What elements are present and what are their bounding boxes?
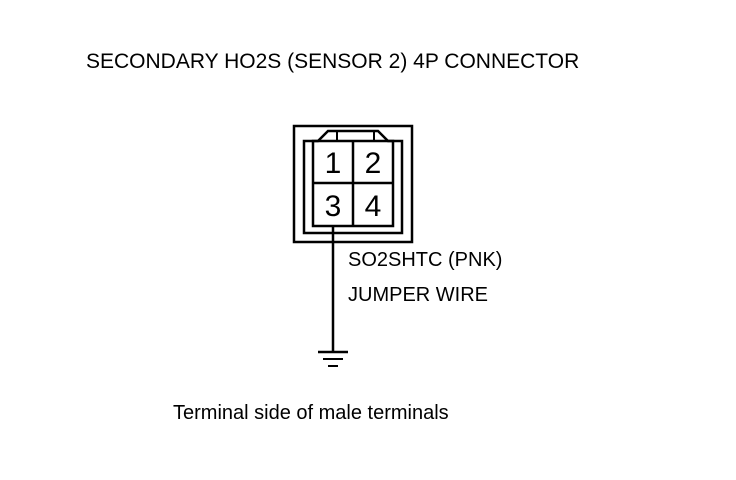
pin-number-1: 1: [325, 147, 342, 180]
pin-number-2: 2: [365, 147, 382, 180]
connector-inner-outline: [302, 129, 404, 235]
jumper-wire-label: JUMPER WIRE: [348, 284, 488, 306]
diagram-title: SECONDARY HO2S (SENSOR 2) 4P CONNECTOR: [86, 50, 580, 73]
pin-number-3: 3: [325, 190, 342, 223]
connector-outer-housing: [292, 124, 414, 244]
pin-number-4: 4: [365, 190, 382, 223]
wire-signal-label: SO2SHTC (PNK): [348, 249, 503, 271]
connector-latch-tab: [336, 130, 375, 142]
ground-icon: [318, 350, 348, 367]
diagram-caption: Terminal side of male terminals: [173, 402, 449, 424]
